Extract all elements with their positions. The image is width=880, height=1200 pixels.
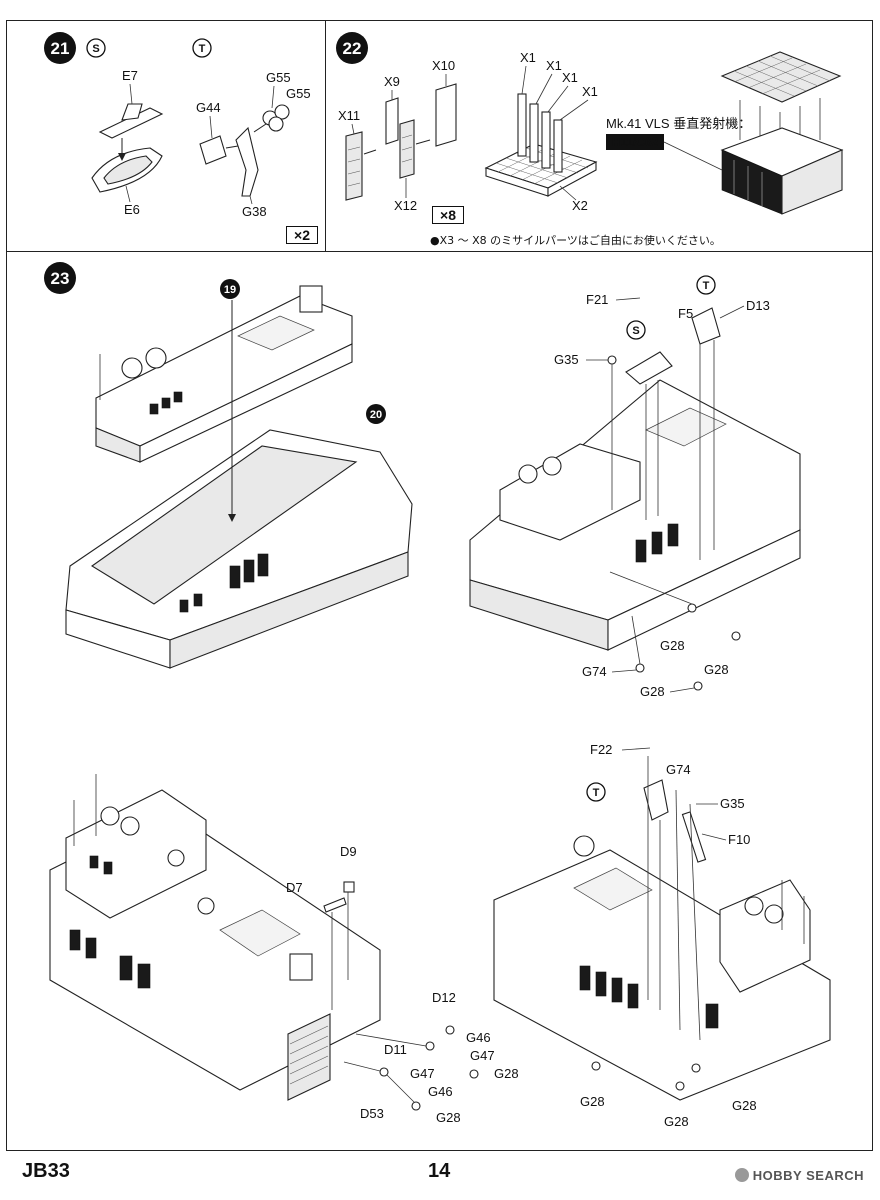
step-22-note: ●X3 ～ X8 のミサイルパーツはご自由にお使いください。: [430, 233, 721, 247]
label-X1-d: X1: [582, 84, 598, 99]
step-22-multiplier: ×8: [432, 206, 464, 224]
label-G28-c: G28: [640, 684, 665, 699]
label-G55-a: G55: [266, 70, 291, 85]
svg-text:T: T: [703, 280, 710, 292]
label-G47-a: G47: [470, 1048, 495, 1063]
label-G28-a: G28: [660, 638, 685, 653]
label-G28-d: G28: [494, 1066, 519, 1081]
vls-callout-label: Mk.41 VLS 垂直発射機：: [606, 116, 751, 131]
label-D13: D13: [746, 298, 770, 313]
label-D7: D7: [286, 880, 303, 895]
label-G28-h: G28: [732, 1098, 757, 1113]
label-G28-b: G28: [704, 662, 729, 677]
label-G55-b: G55: [286, 86, 311, 101]
label-F10: F10: [728, 832, 750, 847]
svg-text:20: 20: [370, 409, 382, 421]
label-X12: X12: [394, 198, 417, 213]
product-code: JB33: [22, 1160, 70, 1182]
label-G35-b: G35: [720, 796, 745, 811]
label-X1-a: X1: [520, 50, 536, 65]
vls-base: [484, 93, 598, 197]
label-X2: X2: [572, 198, 588, 213]
watermark-logo-icon: [734, 1168, 749, 1182]
label-X10: X10: [432, 58, 455, 73]
label-D11: D11: [384, 1042, 407, 1057]
label-E6: E6: [124, 202, 140, 217]
variant-s-badge-tr: S: [626, 320, 646, 340]
ship-view-bottom-left: [49, 774, 479, 1111]
label-G28-g: G28: [664, 1114, 689, 1129]
label-F21: F21: [586, 292, 608, 307]
step-23-badge: 23: [44, 262, 76, 294]
davit-assembly: [199, 104, 290, 197]
label-X1-c: X1: [562, 70, 578, 85]
variant-t-badge-br: T: [586, 782, 606, 802]
label-F5: F5: [678, 306, 693, 321]
label-D12: D12: [432, 990, 456, 1005]
step-21-multiplier: ×2: [286, 226, 318, 244]
ship-view-top-right: [469, 307, 801, 691]
watermark-text: HOBBY SEARCH: [752, 1168, 864, 1183]
label-X9: X9: [384, 74, 400, 89]
vls-module: [720, 51, 844, 215]
label-G46-b: G46: [428, 1084, 453, 1099]
label-G74: G74: [582, 664, 607, 679]
label-X1-b: X1: [546, 58, 562, 73]
svg-text:21: 21: [51, 39, 70, 58]
label-G28-e: G28: [436, 1110, 461, 1125]
label-D9: D9: [340, 844, 357, 859]
label-G47-b: G47: [410, 1066, 435, 1081]
boat-assembly: [91, 103, 164, 193]
label-D53: D53: [360, 1106, 384, 1121]
svg-text:S: S: [92, 43, 99, 55]
label-G44: G44: [196, 100, 221, 115]
superstructure-exploded: [95, 285, 353, 463]
svg-text:19: 19: [224, 284, 236, 296]
missile-cell-parts: [345, 83, 457, 201]
ship-view-bottom-right: [493, 756, 831, 1101]
vls-callout-badge: [606, 134, 664, 150]
variant-s-badge: S: [86, 38, 106, 58]
page-number: 14: [428, 1160, 451, 1182]
svg-text:S: S: [632, 325, 639, 337]
svg-text:T: T: [199, 43, 206, 55]
svg-text:23: 23: [51, 269, 70, 288]
label-G28-f: G28: [580, 1094, 605, 1109]
ref-step-19-badge: 19: [220, 279, 240, 299]
svg-text:22: 22: [343, 39, 362, 58]
variant-t-badge: T: [192, 38, 212, 58]
label-G38: G38: [242, 204, 267, 219]
ref-step-20-badge: 20: [366, 404, 386, 424]
label-G46-a: G46: [466, 1030, 491, 1045]
vls-callout-code: H11/C62: [612, 135, 659, 149]
hull-deck: [65, 429, 413, 669]
label-F22: F22: [590, 742, 612, 757]
variant-t-badge-tr: T: [696, 275, 716, 295]
svg-text:T: T: [593, 787, 600, 799]
step-22-badge: 22: [336, 32, 368, 64]
step-21-badge: 21: [44, 32, 76, 64]
label-G35: G35: [554, 352, 579, 367]
label-E7: E7: [122, 68, 138, 83]
label-X11: X11: [338, 108, 360, 123]
label-G74-b: G74: [666, 762, 691, 777]
watermark: HOBBY SEARCH: [734, 1168, 864, 1183]
